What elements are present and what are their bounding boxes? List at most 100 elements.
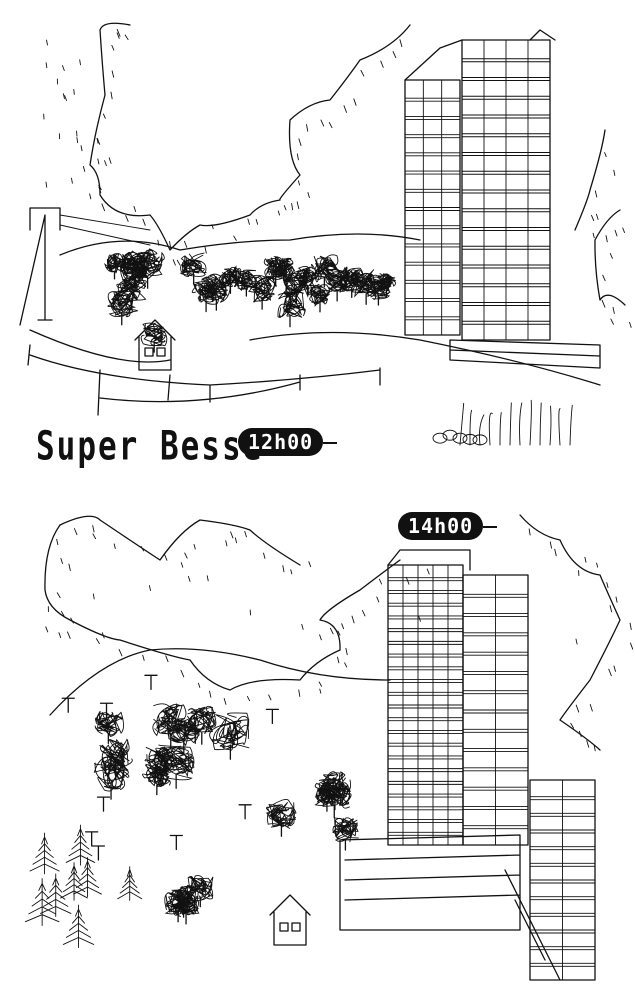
tower-balconies xyxy=(462,574,529,846)
cloud-shading xyxy=(209,690,212,698)
sky-dash xyxy=(45,62,48,69)
tree xyxy=(308,283,333,307)
cloud-shading xyxy=(297,180,301,186)
tree xyxy=(235,269,258,292)
cloud-shading xyxy=(96,137,101,145)
sky-dash xyxy=(426,568,430,575)
cloud-shading xyxy=(328,121,333,129)
cloud-shading xyxy=(211,224,214,230)
cloud-shading xyxy=(95,638,100,645)
cloud-shading xyxy=(165,655,169,663)
sky-dash xyxy=(319,634,322,641)
sky-dash xyxy=(96,137,99,144)
tree xyxy=(266,799,297,829)
cloud-shading xyxy=(336,656,340,664)
pine-tree xyxy=(62,904,95,948)
slope-pole xyxy=(144,674,158,690)
cloud-shading xyxy=(193,544,196,550)
cloud-shading xyxy=(124,34,129,41)
tower-base xyxy=(449,339,601,369)
flower xyxy=(472,434,488,446)
slope-pole xyxy=(238,804,252,820)
cloud-shading xyxy=(329,627,334,635)
tree xyxy=(99,738,133,773)
cloud-shading xyxy=(92,525,95,533)
grass xyxy=(549,405,552,446)
cloud-shading xyxy=(283,205,287,211)
cloud-shading xyxy=(246,696,251,702)
cloud-shading xyxy=(594,190,598,198)
pine-tree xyxy=(24,878,60,926)
cloud-shading xyxy=(353,98,357,106)
slope-pole xyxy=(91,845,106,861)
flower xyxy=(432,432,448,444)
cloud-shading xyxy=(68,563,71,571)
sky-dash xyxy=(92,593,95,600)
cloud-shading xyxy=(111,70,115,78)
grass xyxy=(569,404,573,446)
cloud-shading xyxy=(307,192,310,199)
sky-dash xyxy=(97,158,100,165)
cloud-shading xyxy=(73,528,78,536)
cloud-shading xyxy=(98,184,102,191)
tree xyxy=(158,744,195,781)
sky-dash xyxy=(58,632,62,639)
cloud-shading xyxy=(223,698,227,705)
cloud-shading xyxy=(184,552,188,559)
cloud-shading xyxy=(606,582,609,588)
sky-dash xyxy=(45,626,49,633)
pine-tree xyxy=(117,866,143,901)
tree xyxy=(376,273,397,293)
flower xyxy=(452,432,468,444)
cloud-shading xyxy=(247,218,250,225)
sky-dash xyxy=(104,160,107,167)
pine-tree xyxy=(60,862,88,901)
sky-dash xyxy=(234,537,237,544)
cloud-shading xyxy=(608,668,612,677)
grass xyxy=(519,402,523,446)
building-floors xyxy=(387,564,464,846)
cloud-shading xyxy=(376,596,380,603)
grass xyxy=(488,412,493,446)
tree xyxy=(332,817,359,843)
hill-line xyxy=(59,233,421,256)
building-floors xyxy=(404,79,461,336)
cloud-shading xyxy=(399,39,403,48)
cloud-shading xyxy=(622,227,625,234)
sky-dash xyxy=(64,95,68,101)
cloud-shading xyxy=(180,562,184,568)
slope-pole xyxy=(265,708,280,725)
fence xyxy=(27,344,381,416)
sky-dash xyxy=(71,177,73,184)
cloud-shading xyxy=(133,205,137,212)
cloud-shading xyxy=(67,631,71,639)
grass xyxy=(558,408,561,446)
cloud-shading xyxy=(591,214,595,221)
tree xyxy=(187,875,214,902)
flower xyxy=(442,429,458,441)
cloud-shading xyxy=(70,617,74,624)
cloud-shading xyxy=(233,235,237,241)
sky-dash xyxy=(76,137,79,144)
slope-pole xyxy=(61,697,75,713)
slope-pole xyxy=(85,831,99,847)
cloud-shading xyxy=(592,232,595,239)
cloud-shading xyxy=(630,642,634,650)
cloud-shading xyxy=(111,44,115,51)
tree xyxy=(314,778,341,806)
cloud-shading xyxy=(584,556,587,563)
slope-pole xyxy=(96,796,111,812)
sky-dash xyxy=(308,561,312,568)
tree xyxy=(201,273,231,303)
cloud xyxy=(519,514,621,751)
cloud-shading xyxy=(298,138,302,146)
cloud-shading xyxy=(197,682,201,688)
tree xyxy=(167,714,200,747)
cloud-shading xyxy=(140,546,145,552)
cloud-shading xyxy=(296,201,300,210)
cloud-shading xyxy=(629,622,632,630)
tree xyxy=(119,251,150,279)
cloud-shading xyxy=(612,306,615,314)
cloud-shading xyxy=(180,669,185,678)
cloud-shading xyxy=(595,213,599,220)
